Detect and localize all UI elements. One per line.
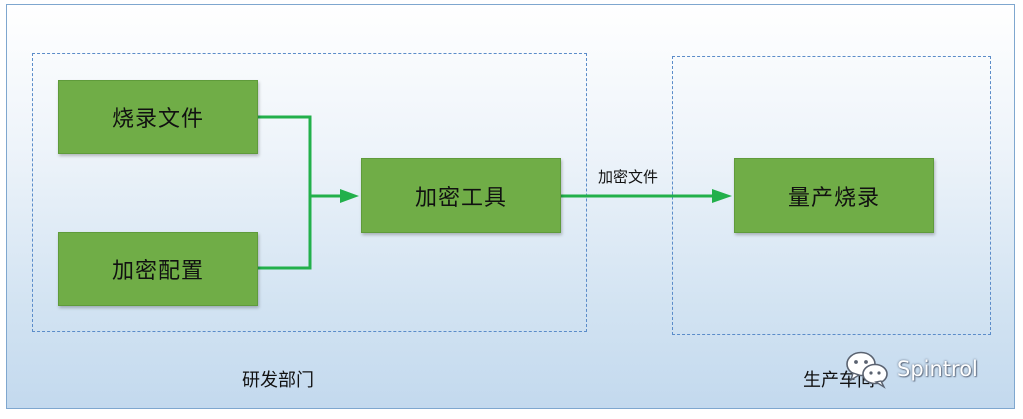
watermark-text: Spintrol — [897, 357, 978, 381]
rd-department-zone — [32, 53, 587, 332]
mass-burn-label: 量产烧录 — [787, 185, 880, 211]
rd-department-label: 研发部门 — [242, 370, 314, 391]
wechat-icon — [846, 351, 888, 389]
encrypt-tool-box: 加密工具 — [361, 158, 561, 233]
mass-burn-box: 量产烧录 — [734, 158, 934, 233]
watermark: Spintrol — [845, 349, 978, 389]
burn-file-label: 烧录文件 — [111, 107, 204, 132]
encrypt-config-label: 加密配置 — [111, 259, 204, 284]
edge-label-encrypted-file: 加密文件 — [598, 168, 659, 186]
encrypt-tool-label: 加密工具 — [414, 185, 507, 211]
burn-file-box: 烧录文件 — [58, 80, 258, 154]
encrypt-config-box: 加密配置 — [58, 232, 258, 306]
